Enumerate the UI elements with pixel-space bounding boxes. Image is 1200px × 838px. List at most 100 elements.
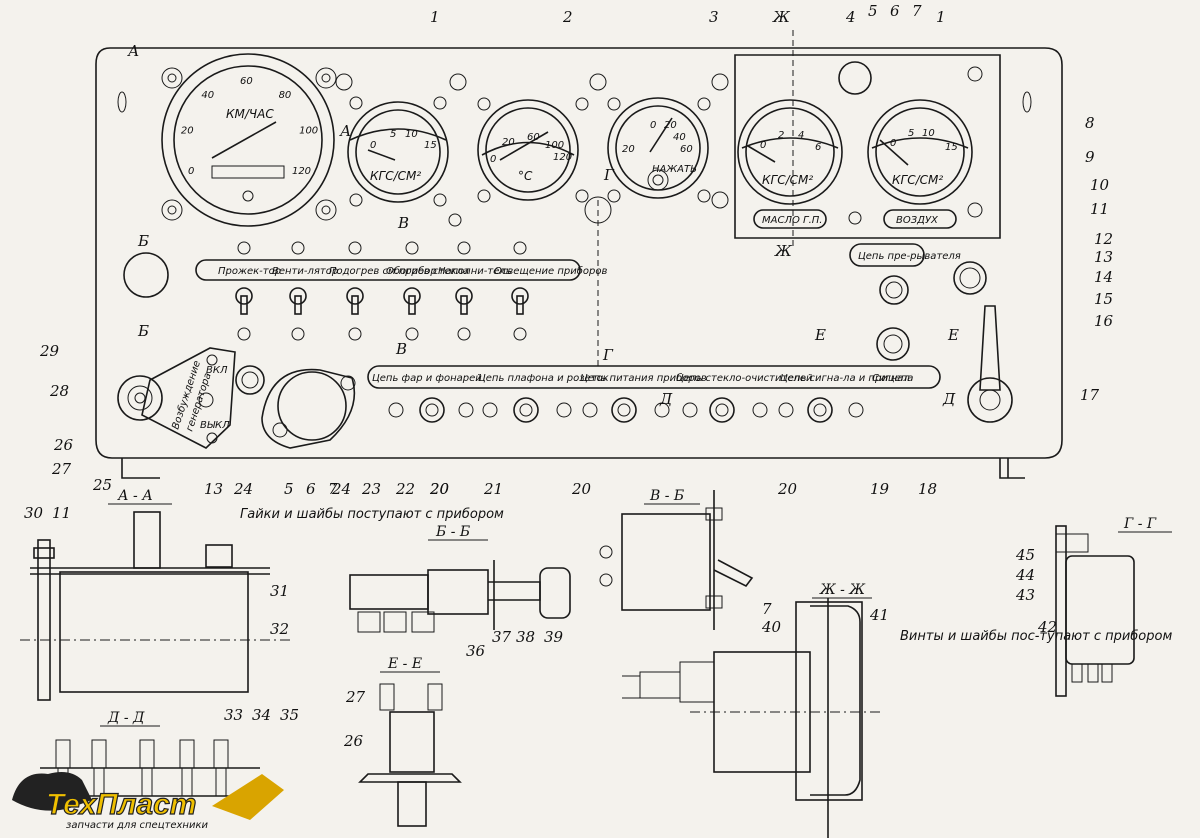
terminal-block xyxy=(139,739,155,797)
air-tick-5: 5 xyxy=(908,128,914,139)
terminal-block xyxy=(91,739,107,797)
switch-screw xyxy=(457,241,471,255)
callout-number: 41 xyxy=(869,606,889,624)
callout-number: 42 xyxy=(1037,618,1057,636)
fuse-screw xyxy=(752,402,768,418)
toggle-switch[interactable] xyxy=(403,287,421,315)
callout-number: 31 xyxy=(270,582,289,600)
switch-screw xyxy=(513,327,527,341)
air-plate-label: ВОЗДУХ xyxy=(896,215,939,226)
temp-tick-60: 60 xyxy=(527,132,540,143)
switch-label: Освещение приборов xyxy=(494,265,607,277)
callout-number: 5 xyxy=(868,2,878,20)
fuse-screw xyxy=(654,402,670,418)
section-bb: Б - Б xyxy=(349,524,571,633)
callout-number: 7 xyxy=(762,600,772,618)
fuse-holder[interactable] xyxy=(709,397,735,423)
temperature-gauge: 0 20 60 100 120 °C xyxy=(477,97,589,203)
amm-tick-0: 0 xyxy=(650,120,656,131)
callout-number: 17 xyxy=(1080,386,1100,404)
svg-text:А: А xyxy=(127,42,139,60)
callout-number: 11 xyxy=(52,504,71,522)
panel-holes xyxy=(117,73,1032,298)
section-vb: В - Б xyxy=(599,488,754,630)
note-screws: Винты и шайбы пос-тупают с прибором xyxy=(900,629,1172,644)
temp-tick-20: 20 xyxy=(502,137,515,148)
toggle-switch[interactable] xyxy=(455,287,473,315)
callout-number: 26 xyxy=(343,732,364,750)
callout-number: 13 xyxy=(204,480,223,498)
callout-number: 21 xyxy=(483,480,503,498)
callout-number: 30 xyxy=(24,504,44,522)
callout-number: 29 xyxy=(39,342,60,360)
oil-pressure-gauge: 0 2 4 6 КГС/СМ² МАСЛО Г.П. xyxy=(737,99,843,229)
oil-tick-0: 0 xyxy=(760,140,766,151)
callout-number: 6 xyxy=(306,480,316,498)
toggle-switch[interactable] xyxy=(346,287,364,315)
toggle-switch[interactable] xyxy=(511,287,529,315)
callout-number: 13 xyxy=(1094,248,1113,266)
speedometer-tick: 100 xyxy=(299,126,318,137)
section-aa-title: А - А xyxy=(117,488,153,504)
switch-screw xyxy=(457,327,471,341)
svg-text:Е: Е xyxy=(947,326,959,344)
oil-tick-2: 2 xyxy=(778,130,784,141)
svg-text:Г: Г xyxy=(602,346,614,364)
p1-tick-15: 15 xyxy=(424,140,437,151)
svg-text:В: В xyxy=(395,340,407,358)
p1-tick-5: 5 xyxy=(390,129,396,140)
callout-number: 40 xyxy=(761,618,782,636)
fuse-label: Цепь стекло-очистителей xyxy=(676,373,813,384)
section-gg: Г - Г xyxy=(1055,516,1172,697)
callout-number: 12 xyxy=(1094,230,1113,248)
callout-number: 39 xyxy=(544,628,564,646)
fuse-label: Цепь питания приборов xyxy=(580,372,707,384)
callout-number: 34 xyxy=(252,706,271,724)
callout-number: 45 xyxy=(1015,546,1035,564)
section-ee: Е - Е xyxy=(358,656,462,827)
fuse-holder[interactable] xyxy=(807,397,833,423)
switch-label: Подогрев см.прибор xyxy=(329,265,437,277)
speedometer-tick: 40 xyxy=(201,90,214,101)
switch-label: Наполни-тель xyxy=(438,266,512,277)
fuse-holder[interactable] xyxy=(513,397,539,423)
fuse-holder[interactable] xyxy=(611,397,637,423)
callout-number: 7 xyxy=(912,2,922,20)
svg-text:В: В xyxy=(397,214,409,232)
callout-number: 3 xyxy=(709,8,719,26)
speedometer-tick: 120 xyxy=(292,166,311,177)
callout-number: 11 xyxy=(1090,200,1109,218)
amm-tick-20a: 20 xyxy=(622,144,635,155)
fuse-label: Цепь фар и фонарей xyxy=(372,373,482,384)
section-dd-title: Д - Д xyxy=(107,710,145,726)
fuse-holder[interactable] xyxy=(419,397,445,423)
callout-number: 25 xyxy=(92,476,112,494)
speedometer-tick: 0 xyxy=(188,166,194,177)
toggle-switch[interactable] xyxy=(289,287,307,315)
oil-plate-label: МАСЛО Г.П. xyxy=(762,215,822,226)
switch-screw xyxy=(237,327,251,341)
callout-number: 1 xyxy=(430,8,440,26)
fuse-screw xyxy=(848,402,864,418)
callout-number: 35 xyxy=(280,706,299,724)
switch-label: Прожек-тор xyxy=(218,266,281,277)
section-zhzh: Ж - Ж Винты и шайбы пос-тупают с приборо… xyxy=(622,582,1172,838)
fuse-screw xyxy=(458,402,474,418)
generator-on: ВКЛ xyxy=(206,365,228,376)
speedometer-tick: 80 xyxy=(279,90,292,101)
p1-tick-10: 10 xyxy=(405,129,418,140)
ammeter-gauge: 20 0 20 40 60 НАЖАТЬ xyxy=(607,97,711,203)
callout-number: 37 xyxy=(492,628,512,646)
callout-number: 2 xyxy=(562,8,573,26)
callout-number: 19 xyxy=(870,480,890,498)
section-gg-title: Г - Г xyxy=(1123,516,1157,532)
callout-number: 38 xyxy=(516,628,535,646)
p1-unit: КГС/СМ² xyxy=(370,169,421,183)
fuse-screw xyxy=(388,402,404,418)
toggle-switch[interactable] xyxy=(235,287,253,315)
